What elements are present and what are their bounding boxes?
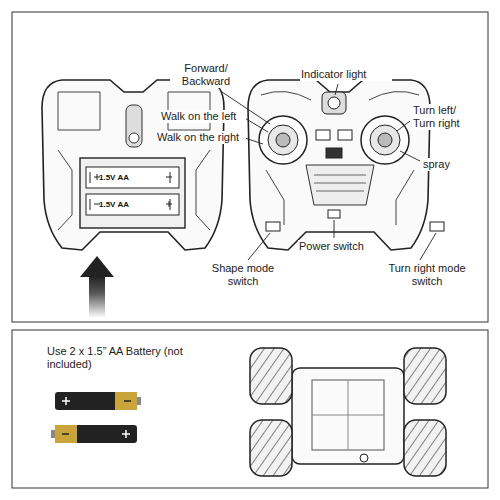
battery-label: 1.5V AA xyxy=(98,173,170,183)
control-label: Turn left/ Turn right xyxy=(412,104,476,130)
control-label: Walk on the left xyxy=(160,110,246,123)
control-label: Shape mode switch xyxy=(200,262,286,288)
control-label: Forward/ Backward xyxy=(170,62,242,88)
control-label: Indicator light xyxy=(300,68,392,81)
control-label: Walk on the right xyxy=(156,131,246,144)
control-label: Power switch xyxy=(298,240,380,253)
control-label: Turn right mode switch xyxy=(378,262,476,288)
note-text: Use 2 x 1.5” AA Battery (not included) xyxy=(46,345,198,371)
control-label: spray xyxy=(422,158,464,171)
battery-label: 1.5V AA xyxy=(98,200,170,210)
